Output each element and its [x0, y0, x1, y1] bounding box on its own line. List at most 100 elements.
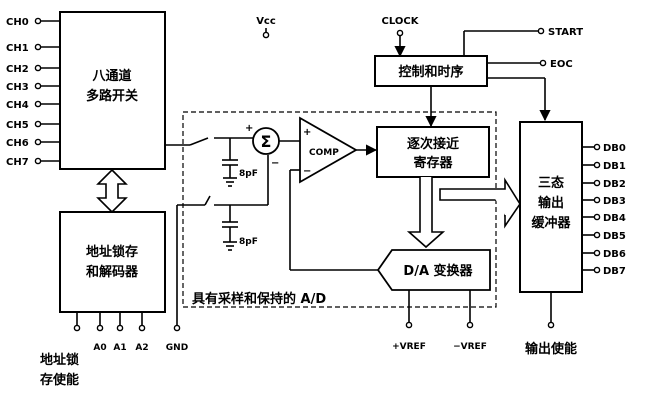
- output-label: DB0: [603, 143, 626, 154]
- output-pin-circle: [593, 213, 601, 221]
- data-outputs: DB0 DB1 DB2 DB3 DB4 DB5: [582, 143, 626, 277]
- channel-label: CH3: [6, 82, 29, 93]
- a1-pin-circle: [116, 324, 124, 332]
- sar-to-buffer-bus-arrow: [439, 177, 521, 229]
- start-pin-circle: [537, 27, 545, 35]
- channel-label: CH2: [6, 64, 29, 75]
- channel-label: CH4: [6, 100, 29, 111]
- capacitor-bottom: 8pF: [222, 221, 258, 251]
- cap1-label: 8pF: [239, 169, 258, 179]
- enable-pin-circle: [73, 324, 81, 332]
- mux-title-line2: 多路开关: [86, 88, 138, 104]
- input-pin-circle: [34, 43, 42, 51]
- sar-title-line1: 逐次接近: [407, 136, 459, 152]
- sum-minus-sign: −: [271, 158, 279, 169]
- dac-block: D/A 变换器 +VREF −VREF: [376, 249, 491, 352]
- channel-label: CH0: [6, 17, 29, 28]
- pin-a1-label: A1: [113, 343, 126, 353]
- channel-label: CH5: [6, 120, 29, 131]
- summing-junction: Σ + −: [245, 123, 300, 169]
- channel-ch0: CH0: [6, 17, 60, 28]
- output-label: DB7: [603, 266, 626, 277]
- mux-latch-bus-arrow: [96, 168, 128, 214]
- channel-ch2: CH2: [6, 64, 60, 75]
- output-db4: DB4: [582, 213, 626, 224]
- clock-label: CLOCK: [382, 16, 420, 27]
- comp-plus-sign: +: [303, 127, 311, 138]
- clock-pin-circle: [396, 29, 404, 37]
- vref-minus-label: −VREF: [453, 342, 487, 352]
- control-title: 控制和时序: [398, 64, 463, 80]
- cap2-label: 8pF: [239, 237, 258, 247]
- channel-label: CH1: [6, 43, 29, 54]
- output-db0: DB0: [582, 143, 626, 154]
- output-label: DB4: [603, 213, 626, 224]
- sample-hold-label: 具有采样和保持的 A/D: [192, 291, 326, 307]
- address-pins: A0 A1 A2 地址锁 存使能: [40, 312, 149, 388]
- output-pin-circle: [593, 231, 601, 239]
- eoc-label: EOC: [550, 59, 573, 70]
- channel-ch5: CH5: [6, 120, 60, 131]
- buffer-title-line2: 输出: [538, 195, 564, 211]
- output-pin-circle: [593, 161, 601, 169]
- latch-title-line1: 地址锁存: [86, 244, 138, 260]
- eoc-pin-circle: [539, 59, 547, 67]
- output-db5: DB5: [582, 231, 626, 242]
- input-pin-circle: [34, 157, 42, 165]
- comp-label: COMP: [309, 148, 339, 158]
- sar-block: 逐次接近 寄存器: [376, 126, 490, 178]
- output-pin-circle: [593, 266, 601, 274]
- vref-plus-pin-circle: [405, 321, 413, 329]
- comp-minus-sign: −: [303, 166, 311, 177]
- input-pin-circle: [34, 17, 42, 25]
- gnd-label: GND: [166, 343, 188, 353]
- output-label: DB1: [603, 161, 626, 172]
- output-db2: DB2: [582, 179, 626, 190]
- input-pin-circle: [34, 82, 42, 90]
- sar-to-dac-bus-arrow: [406, 177, 446, 249]
- output-db6: DB6: [582, 249, 626, 260]
- start-label: START: [548, 27, 583, 38]
- output-pin-circle: [593, 249, 601, 257]
- channel-label: CH7: [6, 157, 29, 168]
- output-label: DB2: [603, 179, 626, 190]
- channel-ch1: CH1: [6, 43, 60, 54]
- addr-enable-label-line2: 存使能: [40, 372, 79, 388]
- channel-ch6: CH6: [6, 138, 60, 149]
- vcc-label: Vcc: [256, 16, 276, 27]
- address-latch-block: 地址锁存 和解码器: [59, 211, 166, 313]
- output-pin-circle: [593, 196, 601, 204]
- sample-hold-ad-region: 具有采样和保持的 A/D: [182, 111, 497, 308]
- input-pin-circle: [34, 138, 42, 146]
- pin-a0-label: A0: [93, 343, 106, 353]
- latch-title-line2: 和解码器: [86, 264, 139, 280]
- output-label: DB3: [603, 196, 626, 207]
- vcc-pin-circle: [262, 31, 270, 39]
- buffer-title-line1: 三态: [538, 175, 564, 191]
- output-pin-circle: [593, 179, 601, 187]
- output-db1: DB1: [582, 161, 626, 172]
- multiplexer-block: 八通道 多路开关: [59, 11, 166, 170]
- sample-switch-top: [165, 137, 255, 160]
- channel-ch4: CH4: [6, 100, 60, 111]
- channel-ch7: CH7: [6, 157, 60, 168]
- pin-a2-label: A2: [135, 343, 148, 353]
- sigma-symbol: Σ: [261, 132, 272, 151]
- vref-minus-pin-circle: [466, 321, 474, 329]
- channel-label: CH6: [6, 138, 29, 149]
- vcc-terminal: Vcc: [256, 16, 276, 39]
- output-enable-pin-circle: [547, 321, 555, 329]
- a2-pin-circle: [138, 324, 146, 332]
- comparator: + − COMP: [289, 116, 378, 271]
- output-db3: DB3: [582, 196, 626, 207]
- channel-inputs: CH0 CH1 CH2 CH3 CH4 CH5: [6, 17, 60, 168]
- input-pin-circle: [34, 120, 42, 128]
- channel-ch3: CH3: [6, 82, 60, 93]
- a0-pin-circle: [96, 324, 104, 332]
- output-buffer-block: 三态 输出 缓冲器 输出使能: [519, 121, 583, 357]
- dac-title: D/A 变换器: [403, 263, 473, 279]
- ground-terminal: GND: [166, 204, 205, 353]
- output-label: DB6: [603, 249, 626, 260]
- sum-plus-sign: +: [245, 123, 253, 134]
